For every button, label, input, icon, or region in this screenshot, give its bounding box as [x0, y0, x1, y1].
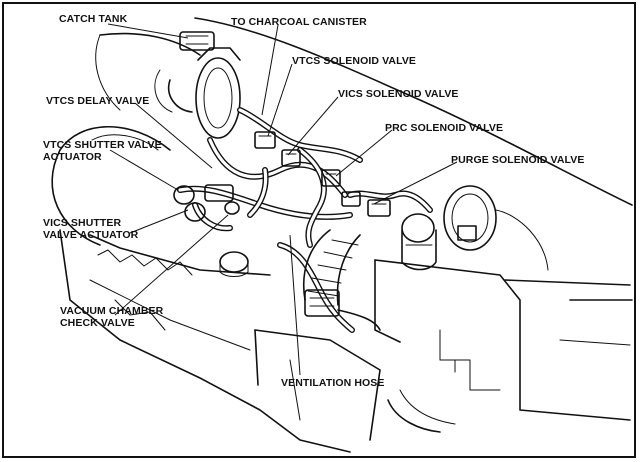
- label-ventilation-hose: VENTILATION HOSE: [281, 377, 385, 389]
- label-vacuum-chamber-line1: VACUUM CHAMBER: [60, 305, 164, 317]
- leader-lines: [107, 23, 458, 376]
- solenoid-valves: [254, 131, 391, 217]
- label-charcoal-canister: TO CHARCOAL CANISTER: [231, 16, 367, 28]
- label-vacuum-chamber-line2: CHECK VALVE: [60, 317, 135, 329]
- catch-tank: [154, 31, 241, 139]
- label-vics-shutter-line1: VICS SHUTTER: [43, 217, 122, 229]
- label-prc-solenoid-valve: PRC SOLENOID VALVE: [385, 122, 504, 134]
- label-vtcs-shutter-valve-actuator: VTCS SHUTTER VALVE ACTUATOR: [43, 139, 162, 163]
- label-vics-solenoid-valve: VICS SOLENOID VALVE: [338, 88, 459, 100]
- label-vtcs-shutter-line2: ACTUATOR: [43, 151, 102, 163]
- label-vacuum-chamber-check-valve: VACUUM CHAMBER CHECK VALVE: [60, 305, 163, 329]
- label-vtcs-solenoid-valve: VTCS SOLENOID VALVE: [292, 55, 417, 67]
- reservoir: [401, 185, 549, 271]
- label-vtcs-shutter-line1: VTCS SHUTTER VALVE: [43, 139, 162, 151]
- shutter-actuators: [173, 184, 240, 222]
- fender-outline: [51, 17, 633, 246]
- diagram-border: [2, 2, 636, 458]
- label-purge-solenoid-valve: PURGE SOLENOID VALVE: [451, 154, 585, 166]
- engine-block: [59, 229, 351, 453]
- label-vtcs-delay-valve: VTCS DELAY VALVE: [46, 95, 150, 107]
- label-vics-shutter-line2: VALVE ACTUATOR: [43, 229, 139, 241]
- label-catch-tank: CATCH TANK: [59, 13, 128, 25]
- ventilation-hose: [302, 229, 381, 331]
- label-vics-shutter-valve-actuator: VICS SHUTTER VALVE ACTUATOR: [43, 217, 138, 241]
- battery-box: [254, 259, 633, 441]
